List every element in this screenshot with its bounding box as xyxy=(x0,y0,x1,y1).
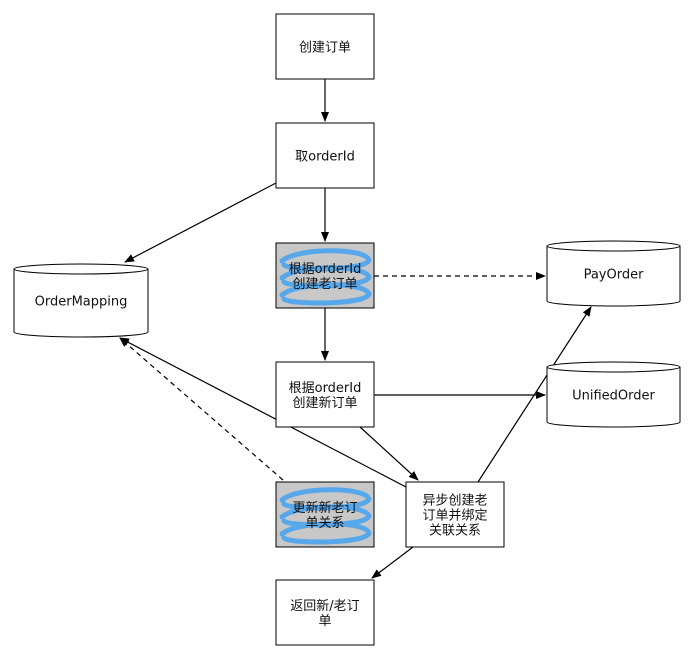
node-label: 取orderId xyxy=(295,150,355,165)
edge-async-create-to-pay-order xyxy=(477,306,592,483)
node-label-line: OrderMapping xyxy=(35,295,128,310)
node-label: UnifiedOrder xyxy=(572,389,655,404)
database-body xyxy=(546,367,681,428)
node-label-line: 创建新订单 xyxy=(292,395,357,411)
scribble-path xyxy=(279,487,372,545)
node-label-line: 返回新/老订 xyxy=(290,598,359,614)
node-label: PayOrder xyxy=(584,268,645,283)
node-order-mapping: OrderMapping xyxy=(13,263,149,338)
node-label: OrderMapping xyxy=(35,295,128,310)
process-box xyxy=(275,13,375,80)
node-create-order: 创建订单 xyxy=(275,13,375,80)
database-top xyxy=(546,361,681,373)
process-box xyxy=(275,579,375,646)
node-label-line: 订单并绑定 xyxy=(422,509,487,524)
node-label: 创建订单 xyxy=(299,41,351,56)
database-body xyxy=(13,269,149,338)
node-return-order: 返回新/老订单 xyxy=(275,579,375,646)
node-label: 异步创建老订单并绑定关联关系 xyxy=(422,494,487,539)
node-label-line: 单 xyxy=(318,614,331,629)
node-label-line: PayOrder xyxy=(584,268,645,283)
process-box xyxy=(275,122,375,189)
node-label-line: UnifiedOrder xyxy=(572,389,655,404)
database-body xyxy=(546,246,681,307)
database-top xyxy=(13,263,149,275)
node-label-line: 创建订单 xyxy=(299,41,351,56)
edge-async-create-to-return-order xyxy=(371,546,414,579)
process-box xyxy=(275,361,375,428)
node-label-line: 根据orderId xyxy=(289,262,362,277)
edges-layer xyxy=(119,79,592,579)
node-label-line: 更新新老订 xyxy=(292,500,357,516)
node-get-order-id: 取orderId xyxy=(275,122,375,189)
scribble-path xyxy=(279,248,372,306)
edge-create-new-order-to-async-create xyxy=(359,426,419,481)
database-top xyxy=(546,240,681,252)
process-box xyxy=(405,481,505,548)
edge-get-order-id-to-order-mapping xyxy=(124,182,277,263)
node-label-line: 创建老订单 xyxy=(292,277,357,292)
node-label-line: 单关系 xyxy=(305,516,344,531)
node-pay-order: PayOrder xyxy=(546,240,681,307)
scribble-mark xyxy=(279,248,372,306)
node-label-line: 根据orderId xyxy=(289,381,362,396)
node-unified-order: UnifiedOrder xyxy=(546,361,681,428)
node-label: 返回新/老订单 xyxy=(290,598,359,629)
node-label-line: 异步创建老 xyxy=(422,494,487,509)
node-label: 更新新老订单关系 xyxy=(292,500,357,531)
edge-async-create-to-order-mapping xyxy=(119,337,407,488)
node-async-create: 异步创建老订单并绑定关联关系 xyxy=(405,481,505,548)
edge-update-relation-to-order-mapping xyxy=(119,337,284,481)
node-update-relation: 更新新老订单关系 xyxy=(275,481,375,548)
node-label-line: 取orderId xyxy=(295,150,355,165)
node-label-line: 关联关系 xyxy=(429,524,481,539)
scribble-mark xyxy=(279,487,372,545)
